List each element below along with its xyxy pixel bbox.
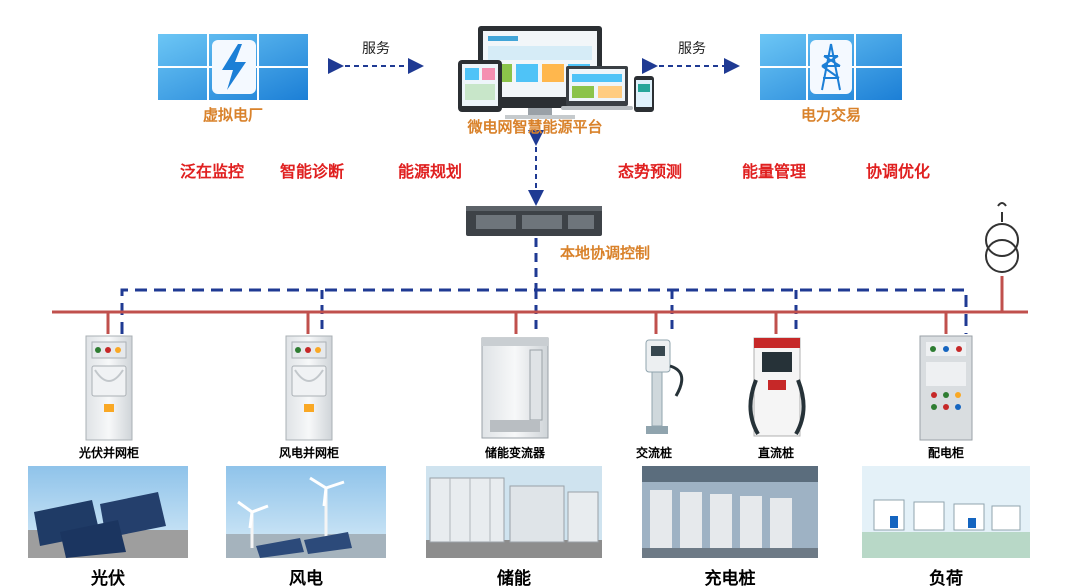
equipment-label-pcs: 储能变流器 (484, 446, 545, 460)
category-label-load: 负荷 (929, 569, 963, 588)
function-forecast: 态势预测 (617, 162, 682, 181)
dc-charger (748, 337, 806, 437)
transformer-icon (985, 202, 1019, 312)
pv-grid-cabinet (85, 335, 133, 441)
category-label-storage: 储能 (497, 569, 531, 588)
category-label-wind: 风电 (289, 569, 323, 588)
service-label-right: 服务 (678, 41, 706, 57)
platform-label: 微电网智慧能源平台 (467, 118, 603, 136)
function-energy-management: 能量管理 (741, 162, 806, 181)
equipment-label-dc-charger: 直流桩 (757, 446, 794, 460)
wind-grid-cabinet (285, 335, 333, 441)
function-diagnosis: 智能诊断 (279, 162, 344, 181)
function-optimization: 协调优化 (865, 162, 930, 181)
ac-charger (645, 339, 684, 434)
category-label-pv: 光伏 (91, 569, 125, 588)
function-planning: 能源规划 (397, 162, 462, 181)
equipment-label-ac-charger: 交流桩 (635, 446, 672, 460)
equipment-label-wind-cabinet: 风电并网柜 (278, 446, 339, 460)
equipment-label-pv-cabinet: 光伏并网柜 (78, 446, 139, 460)
controller-device (466, 206, 602, 236)
trading-tile (760, 34, 902, 100)
vpp-label: 虚拟电厂 (202, 106, 263, 124)
controller-label: 本地协调控制 (559, 244, 650, 262)
transmission-tower-icon (821, 43, 841, 91)
vpp-tile (158, 34, 308, 100)
platform-devices (458, 26, 654, 119)
equipment-label-distribution: 配电柜 (927, 446, 964, 460)
service-label-left: 服务 (362, 41, 390, 57)
function-monitoring: 泛在监控 (179, 162, 244, 181)
category-label-charging: 充电桩 (704, 569, 756, 588)
charging-photo (642, 466, 818, 558)
storage-converter (481, 337, 549, 439)
trading-label: 电力交易 (800, 106, 861, 124)
wind-photo (226, 466, 386, 558)
load-photo (862, 466, 1030, 558)
distribution-cabinet (919, 335, 973, 441)
storage-photo (426, 466, 602, 558)
pv-photo (28, 466, 188, 558)
lightning-icon (222, 44, 246, 90)
